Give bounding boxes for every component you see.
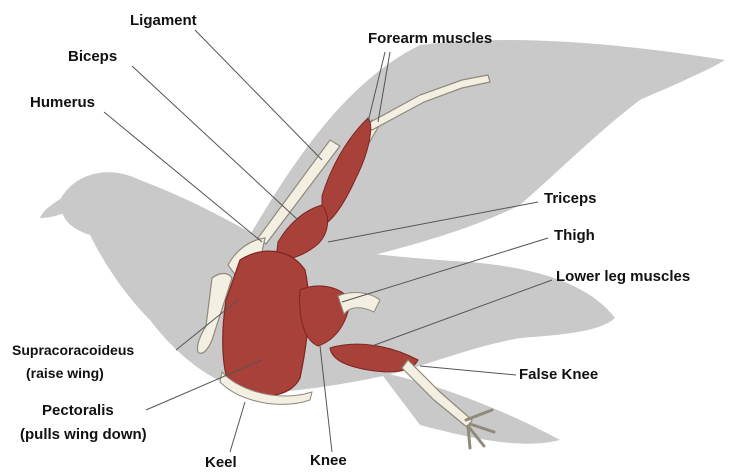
label-lower-leg-muscles: Lower leg muscles [556, 268, 690, 286]
label-humerus: Humerus [30, 94, 95, 112]
label-pectoralis: Pectoralis [42, 402, 114, 420]
label-biceps: Biceps [68, 48, 117, 66]
label-knee: Knee [310, 452, 347, 470]
leader-false-knee [420, 366, 516, 375]
bird-silhouette [40, 40, 725, 444]
leader-ligament [195, 30, 322, 160]
label-false-knee: False Knee [519, 366, 598, 384]
label-thigh: Thigh [554, 227, 595, 245]
label-pectoralis-sub: (pulls wing down) [20, 426, 147, 444]
label-forearm-muscles: Forearm muscles [368, 30, 492, 48]
label-supracoracoideus-sub: (raise wing) [26, 364, 104, 382]
leader-keel [230, 402, 245, 452]
label-supracoracoideus: Supracoracoideus [12, 341, 134, 359]
label-ligament: Ligament [130, 12, 197, 30]
pectoralis-muscle [223, 251, 309, 396]
label-triceps: Triceps [544, 190, 597, 208]
label-keel: Keel [205, 454, 237, 472]
